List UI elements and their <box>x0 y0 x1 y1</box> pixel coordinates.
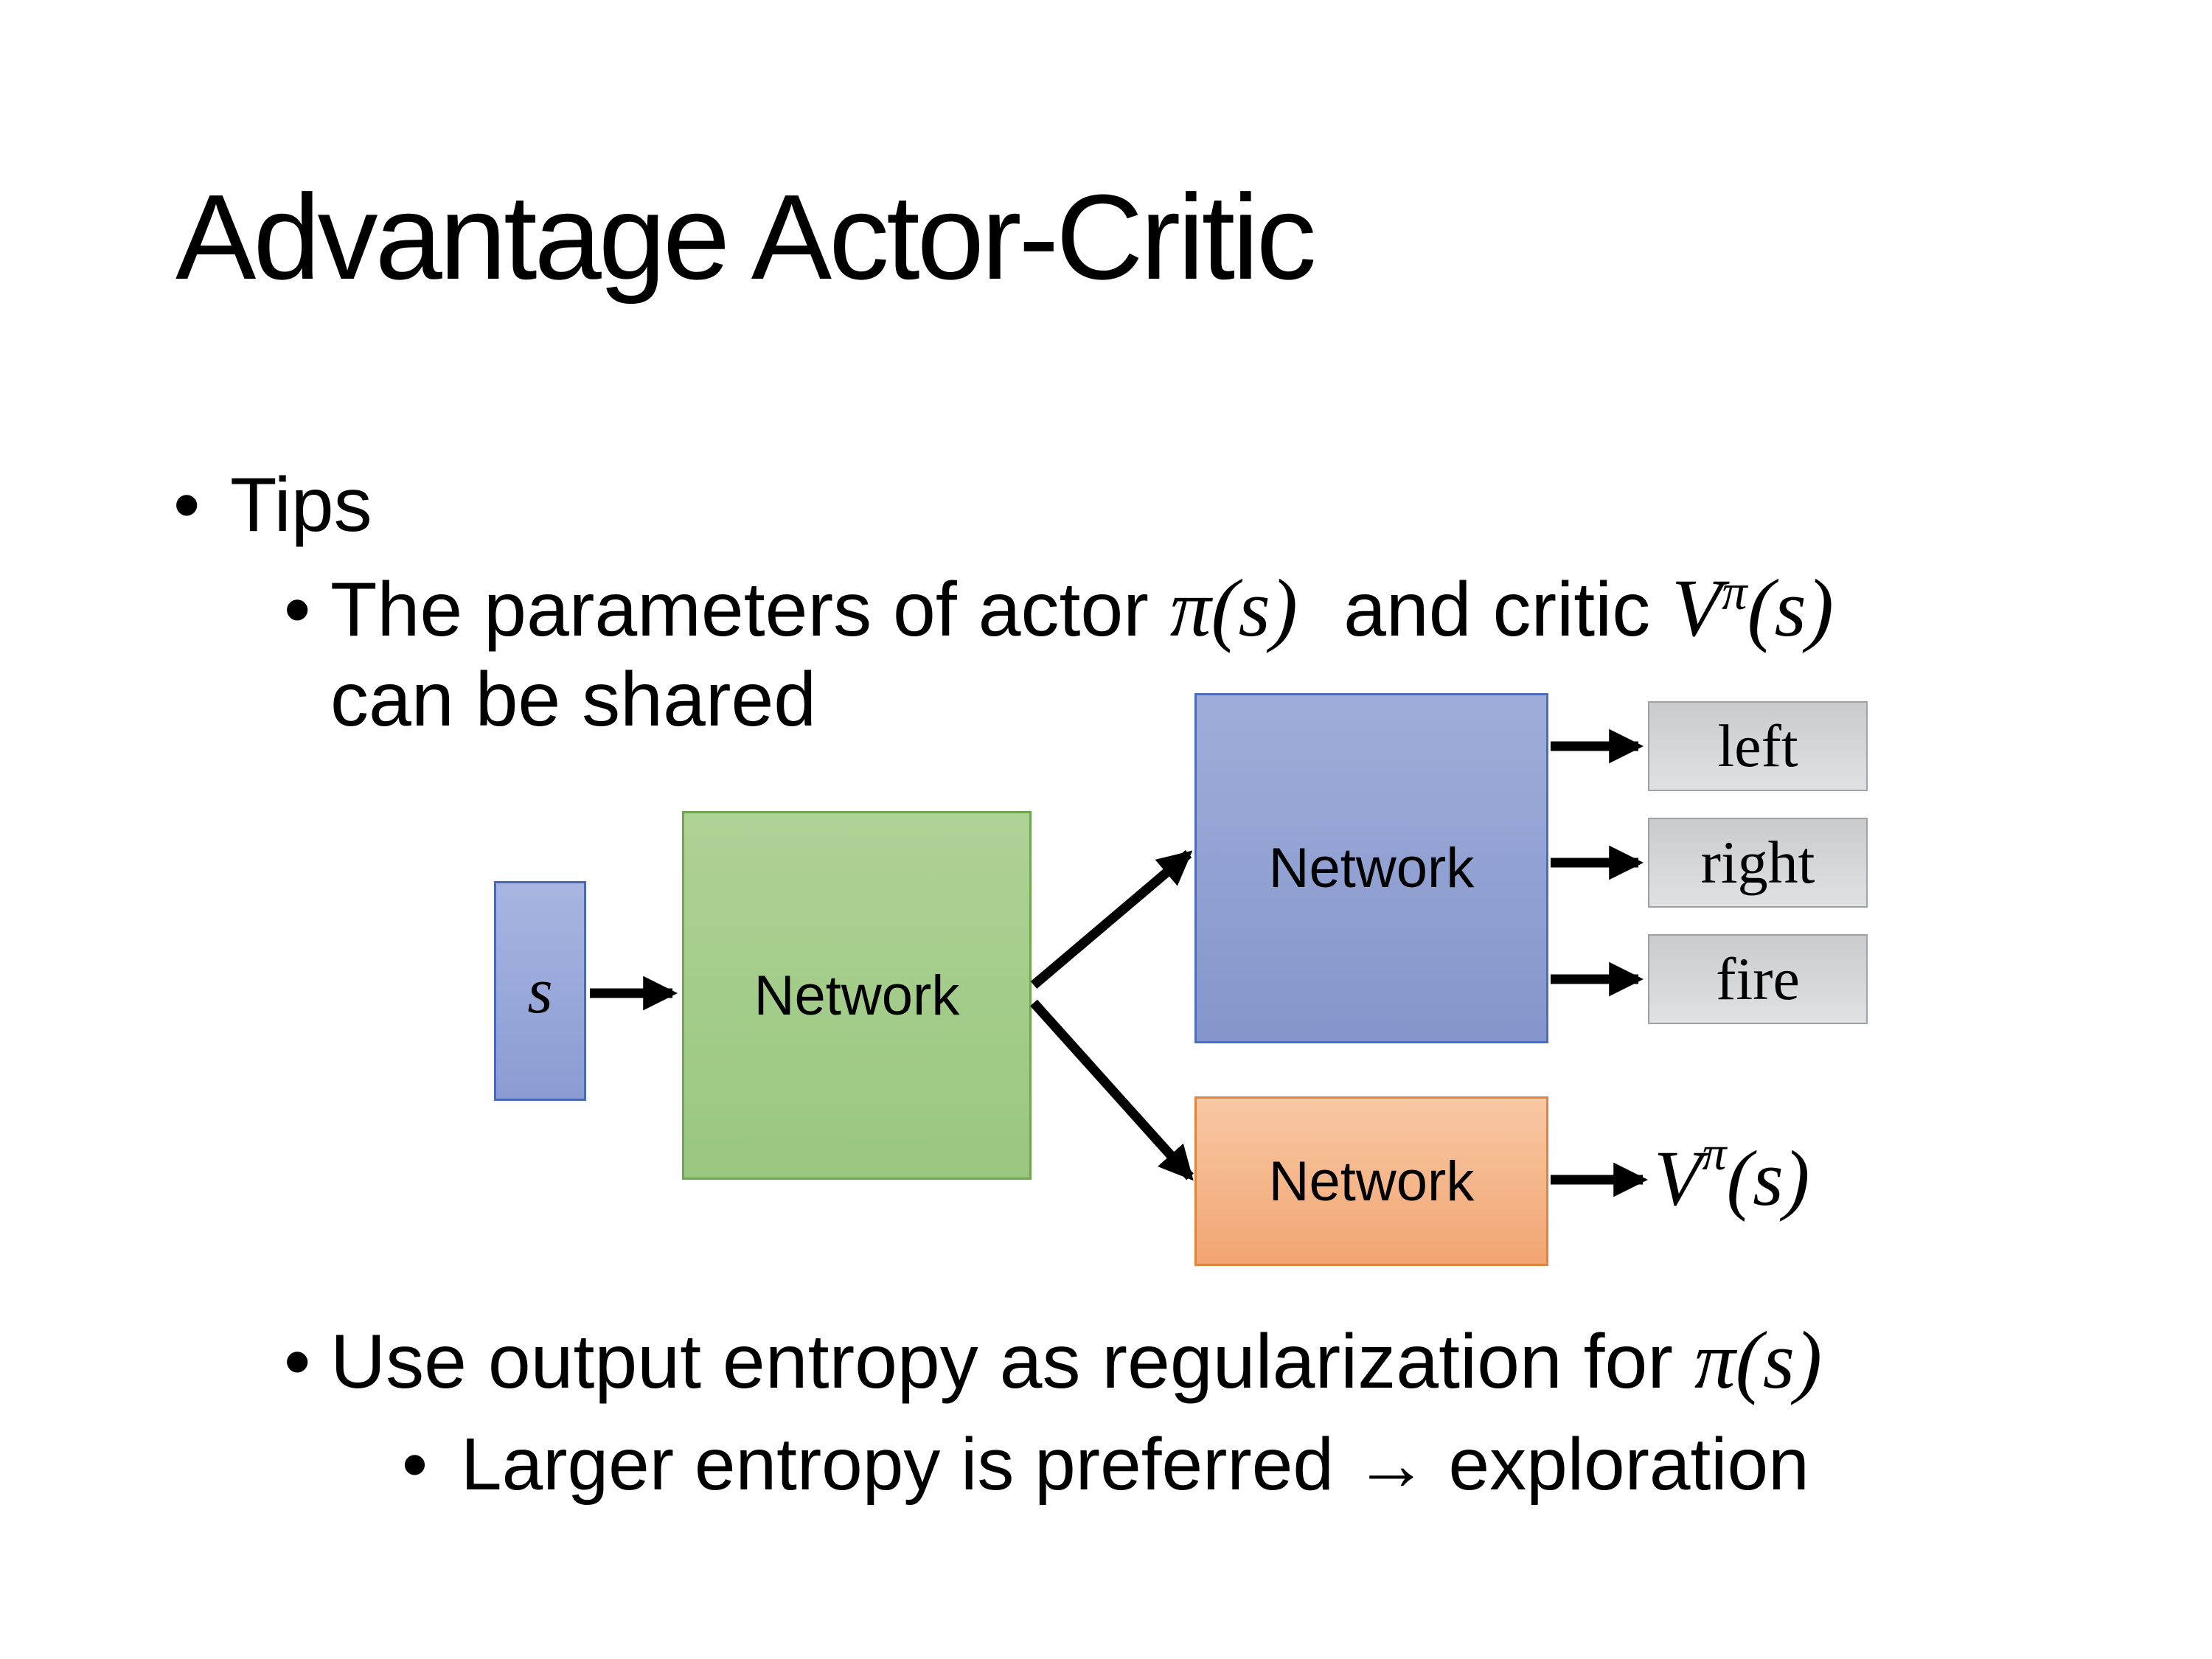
action-box-fire: fire <box>1648 934 1868 1024</box>
bullet-item-larger-entropy: • Larger entropy is preferred → explorati… <box>402 1419 1809 1509</box>
critic-value-math-arg: (s) <box>1747 563 1834 654</box>
critic-value-math-base: V <box>1672 563 1722 654</box>
shared-params-mid: and critic <box>1343 567 1651 653</box>
arrow-shared-to-critic <box>1030 999 1194 1181</box>
entropy-policy-math: π(s) <box>1694 1315 1823 1406</box>
larger-entropy-text: Larger entropy is preferred → exploratio… <box>461 1423 1809 1506</box>
shared-network-label: Network <box>754 964 960 1027</box>
bullet-item-shared-params: •The parameters of actor π(s) and critic… <box>284 559 1834 659</box>
page-title: Advantage Actor-Critic <box>175 170 1317 305</box>
value-math-arg: (s) <box>1726 1135 1810 1222</box>
state-label: s <box>527 955 553 1027</box>
action-box-left: left <box>1648 701 1868 791</box>
action-label-left: left <box>1717 712 1798 779</box>
actor-network-label: Network <box>1268 837 1475 900</box>
bullet-item-tips: • Tips <box>173 459 372 552</box>
arrow-shared-to-actor <box>1030 850 1193 989</box>
entropy-text: Use output entropy as regularization for <box>330 1319 1674 1405</box>
action-box-right: right <box>1648 818 1868 908</box>
bullet-dot: • <box>284 1319 311 1405</box>
shared-params-text: The parameters of actor <box>330 567 1149 653</box>
shared-params-line2: can be shared <box>330 657 817 742</box>
shared-network-box: Network <box>682 811 1032 1180</box>
state-input-box: s <box>494 881 586 1101</box>
bullet-dot: • <box>173 462 201 548</box>
actor-network-box: Network <box>1194 693 1548 1043</box>
bullet-dot: • <box>402 1423 428 1506</box>
critic-value-math-sup: π <box>1722 564 1747 621</box>
critic-network-box: Network <box>1194 1096 1548 1266</box>
bullet-dot: • <box>284 567 311 653</box>
value-math-base: V <box>1654 1135 1703 1222</box>
tips-label: Tips <box>230 462 372 548</box>
bullet-item-entropy: •Use output entropy as regularization fo… <box>284 1311 1822 1411</box>
actor-policy-math: π(s) <box>1169 563 1298 654</box>
critic-network-label: Network <box>1268 1150 1475 1213</box>
value-math-sup: π <box>1702 1126 1727 1180</box>
action-label-right: right <box>1700 829 1815 896</box>
action-label-fire: fire <box>1716 945 1800 1012</box>
